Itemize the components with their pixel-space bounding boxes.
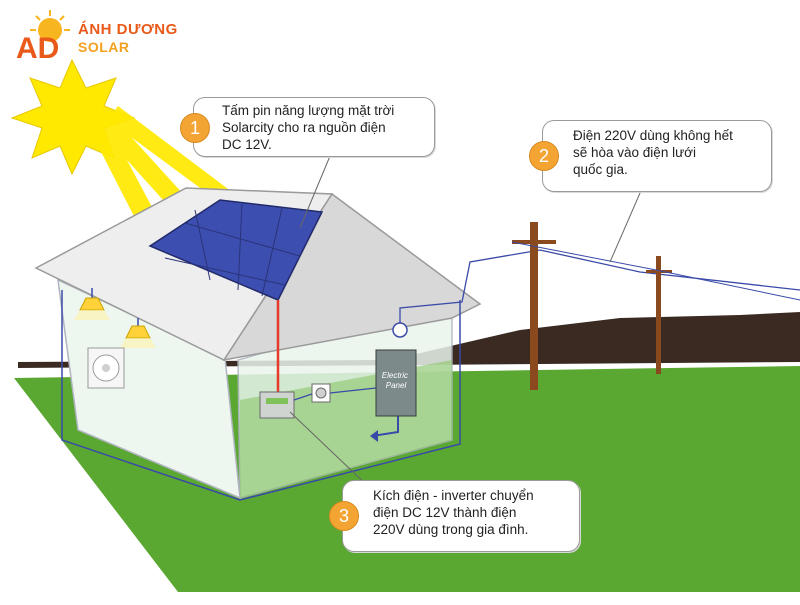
callout-3-pointer <box>289 411 373 491</box>
electric-panel-label: Electric Panel <box>382 371 410 390</box>
meter <box>311 383 331 403</box>
logo-mark: AD <box>16 10 70 65</box>
dark-hills <box>18 312 800 368</box>
callout-number-badge: 2 <box>529 141 559 171</box>
callout-text: Điện 220V dùng không hết sẽ hòa vào điện… <box>573 128 733 177</box>
ceiling-lamp-2 <box>120 318 156 348</box>
callout-text: Kích điện - inverter chuyển điện DC 12V … <box>373 488 534 537</box>
callout-grid: 2 Điện 220V dùng không hết sẽ hòa vào đi… <box>529 120 772 192</box>
utility-pole-2 <box>646 256 672 374</box>
inverter <box>259 391 295 419</box>
callout-inverter: 3 Kích điện - inverter chuyển điện DC 12… <box>329 480 580 552</box>
brand-name-line2: SOLAR <box>78 39 130 55</box>
ceiling-lamp-1 <box>74 288 110 320</box>
utility-pole-1 <box>512 222 556 390</box>
callout-1-pointer <box>299 155 331 229</box>
brand-name: ÁNH DƯƠNG SOLAR <box>78 22 178 54</box>
logo-letters: AD <box>16 32 59 65</box>
meter-panel-wire <box>329 387 377 394</box>
electric-panel: Electric Panel <box>375 349 417 417</box>
brand-name-line1: ÁNH DƯƠNG <box>78 21 178 38</box>
electric-panel-label-line1: Electric <box>382 371 408 380</box>
callout-text: Tấm pin năng lượng mặt trời Solarcity ch… <box>222 103 395 152</box>
callout-number-badge: 3 <box>329 501 359 531</box>
ac-wire-house <box>61 290 461 501</box>
electric-panel-label-line2: Panel <box>386 381 407 390</box>
air-conditioner <box>87 347 125 389</box>
callout-number-badge: 1 <box>180 113 210 143</box>
solar-panel <box>148 199 324 301</box>
ac-wire-grid <box>399 249 800 330</box>
callout-solar-panel: 1 Tấm pin năng lượng mặt trời Solarcity … <box>180 97 435 157</box>
house-roof-right <box>222 192 482 362</box>
inverter-meter-wire <box>293 393 313 401</box>
grid-line-2 <box>511 241 800 301</box>
grid-connection-node <box>392 322 408 338</box>
logo-sun-rays <box>30 10 70 42</box>
